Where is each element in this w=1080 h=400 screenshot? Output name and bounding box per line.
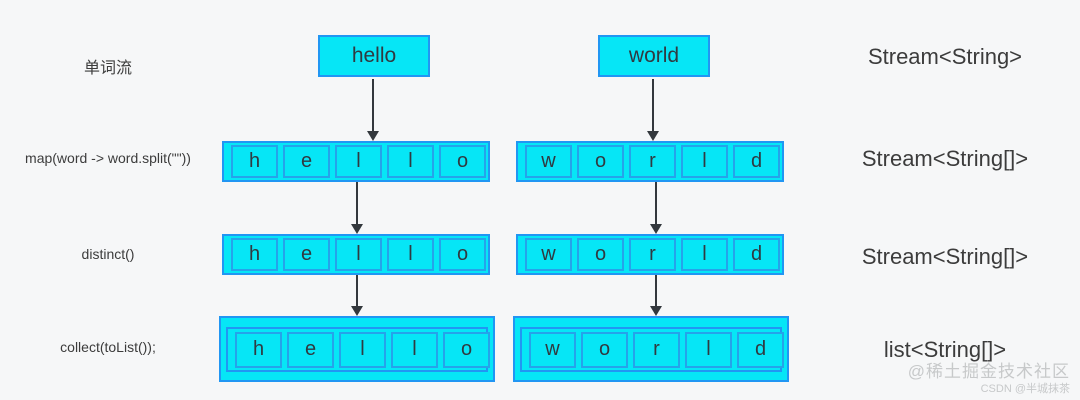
array-hello-collect: h e l l o [226,327,490,372]
word-box-hello: hello [318,35,430,77]
label-distinct: distinct() [81,246,135,262]
array-cell: r [629,238,676,271]
array-hello-map: h e l l o [222,141,490,182]
word-hello-text: hello [351,44,397,67]
array-world-map: w o r l d [516,141,784,182]
array-cell: h [231,145,278,178]
word-world-text: world [628,44,680,67]
array-cell: h [231,238,278,271]
array-cell: o [439,145,486,178]
array-cell: o [439,238,486,271]
type-list-array: list<String[]> [883,337,1007,362]
array-cell: o [577,145,624,178]
watermark-juejin: @稀土掘金技术社区 [907,362,1070,381]
label-map: map(word -> word.split("")) [25,150,191,166]
array-cell: o [581,331,628,368]
array-cell: l [387,238,434,271]
array-cell: e [283,238,330,271]
type-stream-array-2: Stream<String[]> [861,244,1029,269]
word-box-world: world [598,35,710,77]
array-cell: l [391,331,438,368]
array-cell: l [335,238,382,271]
array-cell: h [235,331,282,368]
array-cell: e [283,145,330,178]
label-collect: collect(toList()); [60,339,156,355]
array-cell: w [525,145,572,178]
array-cell: r [633,331,680,368]
array-cell: d [733,238,780,271]
array-cell: w [529,331,576,368]
array-cell: d [737,331,784,368]
array-world-collect: w o r l d [520,327,784,372]
type-stream-string: Stream<String> [867,44,1023,69]
array-cell: l [339,331,386,368]
list-box-world: w o r l d [513,316,789,382]
watermark-csdn: CSDN @半城抹茶 [980,383,1070,396]
array-cell: d [733,145,780,178]
array-cell: l [681,145,728,178]
array-hello-distinct: h e l l o [222,234,490,275]
array-cell: l [681,238,728,271]
array-cell: o [577,238,624,271]
type-stream-array-1: Stream<String[]> [861,146,1029,171]
label-word-stream: 单词流 [83,60,132,77]
array-cell: o [443,331,490,368]
array-cell: l [685,331,732,368]
array-cell: w [525,238,572,271]
array-cell: r [629,145,676,178]
list-box-hello: h e l l o [219,316,495,382]
array-cell: l [335,145,382,178]
array-cell: e [287,331,334,368]
array-world-distinct: w o r l d [516,234,784,275]
watermark: @稀土掘金技术社区 CSDN @半城抹茶 [908,361,1070,397]
array-cell: l [387,145,434,178]
